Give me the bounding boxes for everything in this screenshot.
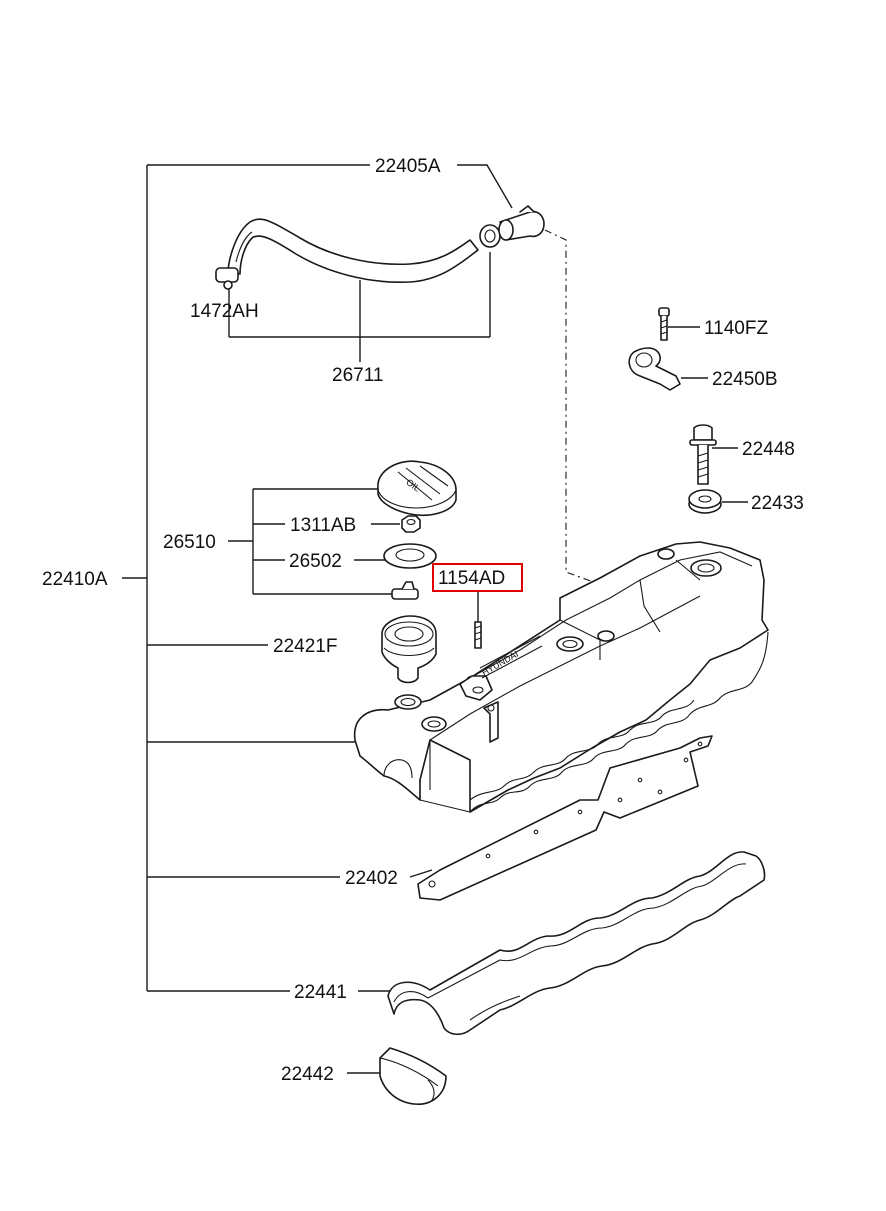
cap-fitting [391, 581, 419, 600]
highlight-box [432, 563, 523, 592]
bolt-1140fz [658, 307, 670, 341]
cover-bolt [689, 424, 717, 485]
cover-gasket [387, 851, 766, 1036]
bolt-grommet [688, 489, 722, 514]
leader-lines [122, 164, 748, 1074]
elbow-clamp [479, 224, 501, 248]
half-moon-plug [379, 1047, 447, 1105]
breather-hose [227, 218, 479, 284]
label-22441[interactable]: 22441 [294, 982, 347, 1003]
label-22433[interactable]: 22433 [751, 493, 804, 514]
baffle-plate [417, 735, 713, 901]
label-1472ah[interactable]: 1472AH [190, 301, 259, 322]
label-22421f[interactable]: 22421F [273, 636, 337, 657]
label-1154ad[interactable]: 1154AD [438, 568, 505, 589]
stud-1154ad [474, 621, 482, 649]
label-26510[interactable]: 26510 [163, 532, 216, 553]
label-26502[interactable]: 26502 [289, 551, 342, 572]
cap-gasket [383, 543, 437, 569]
rocker-cover: HYUNDAI [353, 541, 769, 813]
filler-neck [381, 615, 437, 684]
nut-1311ab [401, 515, 421, 533]
label-1140fz[interactable]: 1140FZ [704, 318, 768, 339]
label-1311ab[interactable]: 1311AB [290, 515, 356, 536]
pcv-elbow [498, 205, 545, 241]
label-22402[interactable]: 22402 [345, 868, 398, 889]
label-22410a[interactable]: 22410A [42, 569, 108, 590]
label-26711[interactable]: 26711 [332, 365, 383, 386]
oil-filler-cap: OIL [377, 460, 457, 516]
label-22448[interactable]: 22448 [742, 439, 795, 460]
hose-clamp [215, 267, 239, 290]
label-22442[interactable]: 22442 [281, 1064, 334, 1085]
part-labels: 22405A 1472AH 26711 1140FZ 22450B 22448 … [42, 156, 804, 1085]
label-22450b[interactable]: 22450B [712, 369, 778, 390]
hose-clip [628, 347, 681, 391]
label-22405a[interactable]: 22405A [375, 156, 441, 177]
